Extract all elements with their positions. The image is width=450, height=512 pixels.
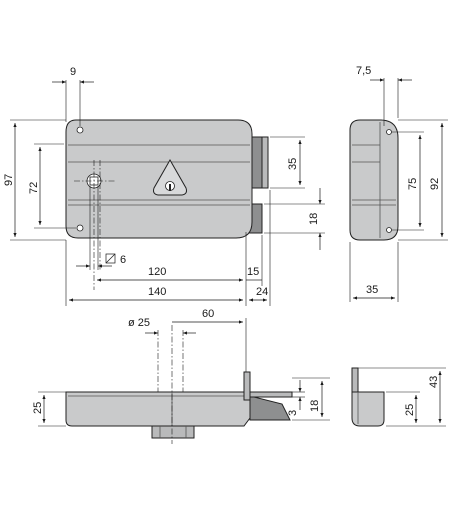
dim-25-bottom: 25 xyxy=(32,402,44,414)
small-side-body xyxy=(351,391,385,427)
small-side-view: 43 25 xyxy=(351,367,446,427)
dim-35-bolt: 35 xyxy=(287,158,299,170)
front-bolt-face xyxy=(261,136,269,189)
side-screw-hole xyxy=(386,129,392,135)
dim-92: 92 xyxy=(429,178,441,190)
dim-15: 15 xyxy=(247,266,259,278)
keyhole-slot xyxy=(169,184,171,191)
front-screw-hole xyxy=(76,224,84,232)
dim-6: 6 xyxy=(120,254,126,266)
dim-97: 97 xyxy=(3,174,15,186)
dim-dia-25: ø 25 xyxy=(128,317,150,329)
bottom-cylinder xyxy=(151,425,195,439)
front-key-escutcheon xyxy=(153,158,187,196)
bottom-lock-body xyxy=(65,391,251,427)
dim-9: 9 xyxy=(70,66,76,78)
dim-25-small: 25 xyxy=(404,404,416,416)
side-view: 7,5 92 75 35 xyxy=(349,65,448,302)
dim-24: 24 xyxy=(256,286,268,298)
small-side-plate xyxy=(351,367,359,393)
dim-18-latch: 18 xyxy=(308,213,320,225)
dim-60: 60 xyxy=(202,308,214,320)
bottom-bolt xyxy=(249,391,293,398)
bottom-view: ø 25 60 25 18 3 xyxy=(32,308,330,444)
dim-140: 140 xyxy=(148,286,166,298)
dim-7-5: 7,5 xyxy=(356,65,371,77)
dim-18-bottom: 18 xyxy=(309,400,321,412)
front-screw-hole xyxy=(76,126,84,134)
dim-43: 43 xyxy=(428,376,440,388)
dim-120: 120 xyxy=(148,266,166,278)
dim-3: 3 xyxy=(287,410,299,416)
bottom-latch xyxy=(249,395,291,421)
dim-72: 72 xyxy=(28,182,40,194)
dim-75: 75 xyxy=(407,178,419,190)
square-symbol-icon xyxy=(105,253,116,264)
side-screw-hole xyxy=(386,227,392,233)
front-view: 9 97 72 35 18 6 xyxy=(3,66,325,306)
dim-35-side: 35 xyxy=(366,284,378,296)
bottom-bolt-plate xyxy=(243,371,251,401)
side-lock-body xyxy=(349,119,399,241)
